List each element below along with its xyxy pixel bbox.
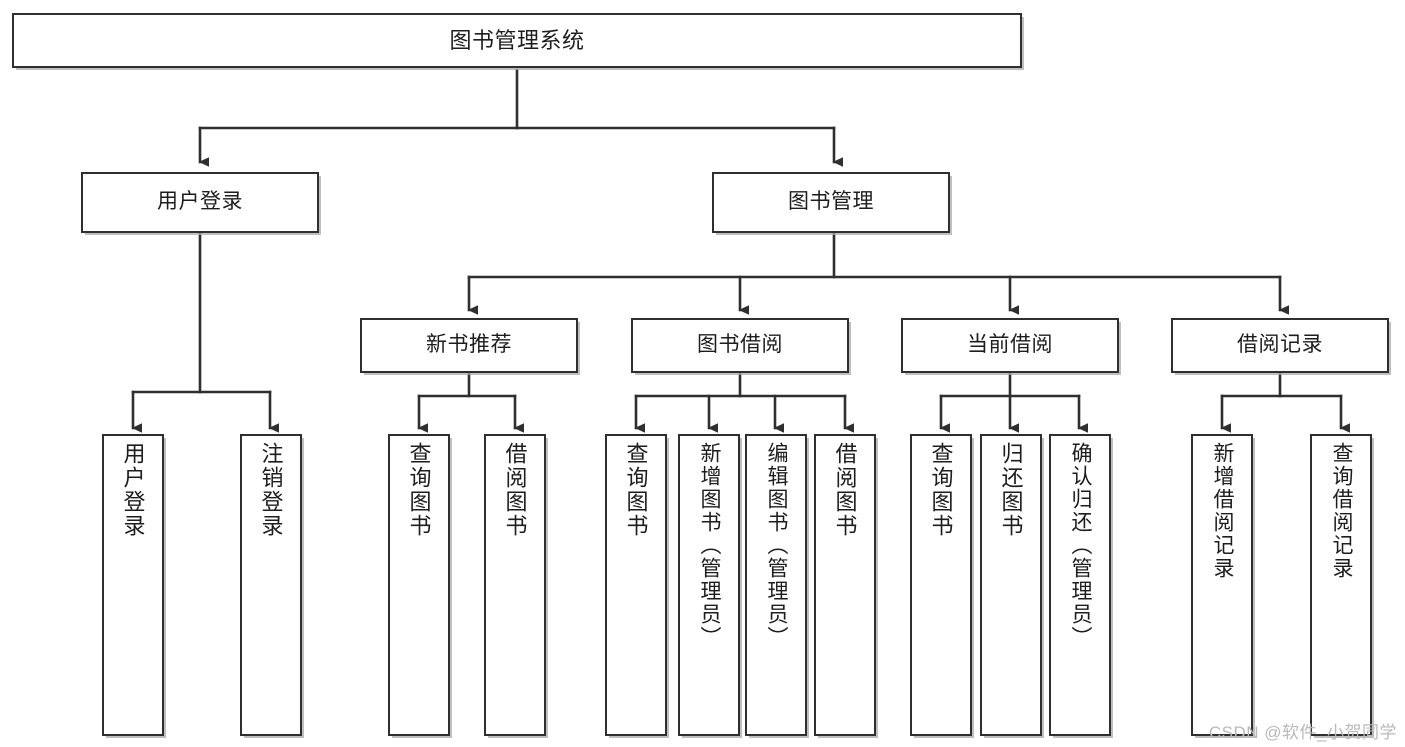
- node-book-management[interactable]: 图书管理: [712, 172, 950, 233]
- node-leaf-add-record-label: 新增借阅记录: [1211, 442, 1235, 580]
- node-leaf-edit-book-label: 编辑图书（管理员）: [765, 442, 789, 649]
- node-user-login[interactable]: 用户登录: [81, 172, 319, 233]
- node-leaf-query-book-1-label: 查询图书: [406, 442, 432, 538]
- node-leaf-query-book-3-label: 查询图书: [928, 442, 954, 538]
- node-current-borrow[interactable]: 当前借阅: [901, 318, 1119, 373]
- node-new-book-recommend[interactable]: 新书推荐: [360, 318, 578, 373]
- node-leaf-add-book-label: 新增图书（管理员）: [698, 442, 722, 649]
- node-leaf-return-book-label: 归还图书: [998, 442, 1024, 538]
- node-leaf-query-book-1[interactable]: 查询图书: [388, 434, 450, 736]
- node-leaf-confirm-return-label: 确认归还（管理员）: [1069, 442, 1093, 649]
- node-root-label: 图书管理系统: [449, 27, 585, 53]
- node-borrow-record[interactable]: 借阅记录: [1171, 318, 1389, 373]
- node-borrow-record-label: 借阅记录: [1237, 333, 1323, 357]
- node-leaf-logout-login[interactable]: 注销登录: [240, 434, 302, 736]
- node-leaf-borrow-book-1-label: 借阅图书: [502, 442, 528, 538]
- node-new-book-recommend-label: 新书推荐: [426, 333, 512, 357]
- node-leaf-query-record-label: 查询借阅记录: [1330, 442, 1354, 580]
- node-book-management-label: 图书管理: [788, 190, 874, 214]
- node-leaf-query-book-3[interactable]: 查询图书: [910, 434, 972, 736]
- node-leaf-return-book[interactable]: 归还图书: [980, 434, 1042, 736]
- node-leaf-borrow-book-1[interactable]: 借阅图书: [484, 434, 546, 736]
- node-leaf-query-book-2[interactable]: 查询图书: [605, 434, 667, 736]
- node-user-login-label: 用户登录: [157, 190, 243, 214]
- node-leaf-add-book[interactable]: 新增图书（管理员）: [678, 434, 740, 736]
- node-root[interactable]: 图书管理系统: [12, 13, 1022, 68]
- node-leaf-query-book-2-label: 查询图书: [623, 442, 649, 538]
- watermark: CSDN @软件_小贺同学: [1208, 723, 1397, 742]
- node-leaf-borrow-book-2-label: 借阅图书: [832, 442, 858, 538]
- node-leaf-borrow-book-2[interactable]: 借阅图书: [814, 434, 876, 736]
- node-book-borrow[interactable]: 图书借阅: [631, 318, 849, 373]
- node-leaf-user-login-label: 用户登录: [120, 442, 146, 538]
- node-leaf-logout-login-label: 注销登录: [258, 442, 284, 538]
- node-leaf-confirm-return[interactable]: 确认归还（管理员）: [1049, 434, 1111, 736]
- node-current-borrow-label: 当前借阅: [967, 333, 1053, 357]
- node-leaf-edit-book[interactable]: 编辑图书（管理员）: [745, 434, 807, 736]
- node-leaf-query-record[interactable]: 查询借阅记录: [1310, 434, 1372, 736]
- node-book-borrow-label: 图书借阅: [697, 333, 783, 357]
- node-leaf-add-record[interactable]: 新增借阅记录: [1191, 434, 1253, 736]
- node-leaf-user-login[interactable]: 用户登录: [102, 434, 164, 736]
